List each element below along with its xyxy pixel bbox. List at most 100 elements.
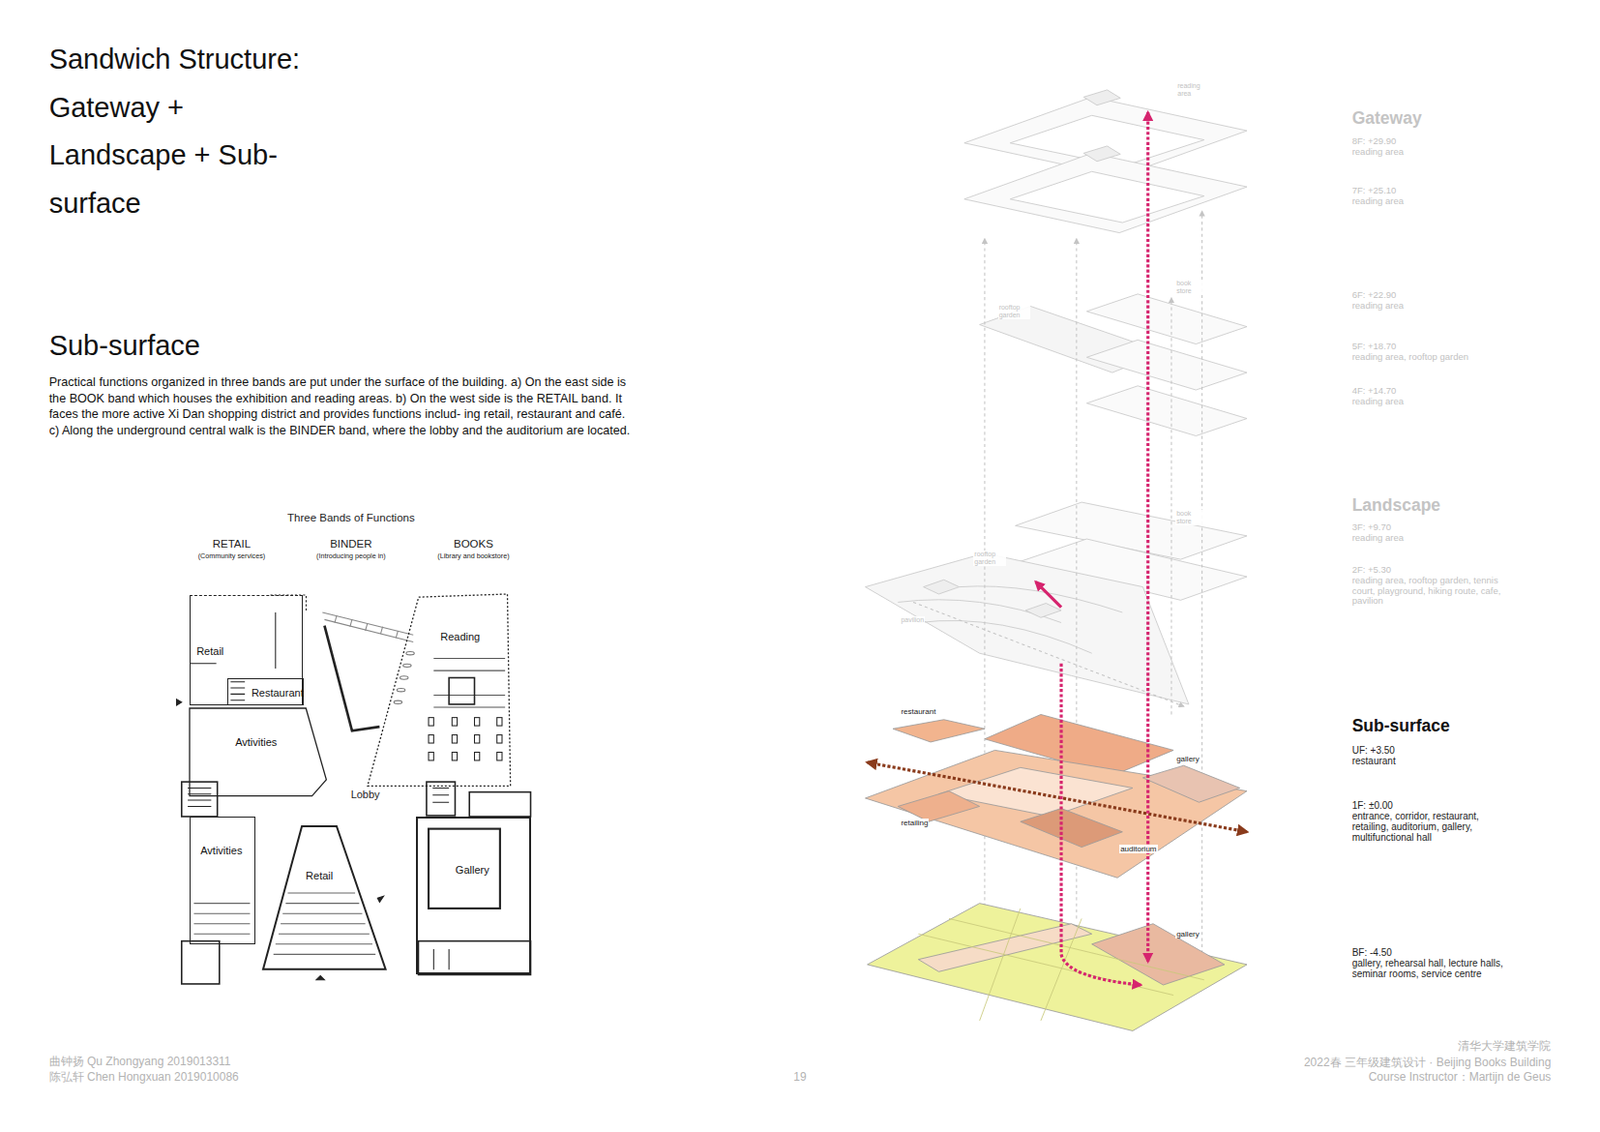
room-outline-shape [189, 708, 326, 797]
level-label-wrap: 5F: +18.70 [1352, 341, 1397, 353]
level-label: 1F: ±0.00 [1352, 800, 1393, 811]
level-label-wrap: UF: +3.50 [1352, 744, 1395, 756]
room-polygon: Reading [367, 593, 511, 786]
circulation-arrows-shape [1036, 581, 1062, 607]
layer-heading: Gateway [1352, 108, 1423, 128]
floor-plan-shape [176, 699, 384, 980]
band-note-wrap: (Community services) [198, 551, 267, 561]
level-function: reading area [1352, 533, 1404, 544]
room-name: Retail [305, 869, 333, 883]
level-function-wrap: reading area, rooftop garden, tennis cou… [1352, 575, 1504, 607]
floor-plan-shape [322, 612, 414, 643]
room-name: Retail [196, 644, 224, 657]
level-function: restaurant [1352, 755, 1396, 767]
floor-plan-shape [189, 612, 276, 669]
floor-plan-shape [428, 735, 434, 743]
floor-plan-shape [433, 657, 505, 708]
axo-label-wrap: reading area [1176, 82, 1208, 98]
band-name-wrap: BOOKS [453, 537, 494, 551]
floor-plan-shape [432, 787, 449, 802]
axo-label-wrap: rooftop garden [998, 303, 1032, 320]
layer-heading-wrap: Gateway [1352, 108, 1423, 128]
floor-plan-shape [451, 735, 457, 743]
level-function-wrap: reading area [1352, 147, 1404, 158]
guide-lines-shape [1201, 210, 1203, 959]
gateway-plates-shape [897, 586, 1123, 653]
band-name: BINDER [329, 537, 372, 551]
band-note: (Library and bookstore) [437, 551, 509, 561]
axo-label: gallery [1175, 929, 1201, 939]
gateway-plates-shape [1083, 146, 1121, 162]
room-block: Restaurant [227, 678, 304, 705]
axo-label-wrap: book store [1175, 509, 1203, 526]
room-name: Avtivities [200, 843, 242, 857]
level-function-wrap: gallery, rehearsal hall, lecture halls, … [1352, 957, 1506, 979]
axo-label: pavilion [899, 616, 925, 624]
floor-plan-shape [403, 663, 412, 667]
axo-label: rooftop garden [998, 303, 1032, 320]
guide-lines-shape [1170, 297, 1172, 714]
course-credit: 清华大学建筑学院 [1457, 1038, 1551, 1054]
level-label-wrap: 3F: +9.70 [1352, 522, 1392, 534]
room-polygon: Avtivities [189, 708, 326, 797]
level-function: reading area, rooftop garden, tennis cou… [1352, 575, 1504, 607]
floor-plan-shape [474, 735, 480, 743]
level-label: UF: +3.50 [1352, 744, 1395, 756]
diagram-heading: Three Bands of Functions [287, 510, 415, 525]
axo-label: book store [1175, 509, 1203, 526]
room-outline [263, 826, 386, 970]
layer-heading-wrap: Landscape [1352, 495, 1441, 515]
room-name: Gallery [455, 862, 490, 876]
floor-plan-shape [426, 781, 456, 816]
course-credit-wrap: Course Instructor：Martijn de Geus [1368, 1069, 1552, 1085]
room-label: Lobby [351, 788, 381, 801]
room-outline-shape [367, 593, 511, 786]
floor-plan-shape [451, 717, 457, 726]
author-credit-wrap: 曲钟扬 Qu Zhongyang 2019013311 [49, 1054, 232, 1069]
floor-plan-shape [400, 676, 409, 680]
floor-plan-shape [448, 678, 475, 705]
diagram-heading-wrap: Three Bands of Functions [287, 510, 415, 525]
axo-label-wrap: gallery [1175, 754, 1201, 764]
level-label-wrap: BF: -4.50 [1352, 947, 1393, 958]
floor-plan-shape [406, 651, 415, 655]
room-name: Reading [440, 630, 480, 644]
floor-plan-shape [273, 892, 376, 954]
level-function-wrap: restaurant [1352, 755, 1396, 767]
band-note: (Community services) [198, 551, 267, 561]
circulation-arrows-shape [1146, 112, 1150, 962]
gateway-plates-shape [1086, 385, 1247, 437]
band-note-wrap: (Library and bookstore) [437, 551, 509, 561]
floor-plan-shape [428, 829, 501, 909]
title-wrap: Sandwich Structure: Gateway + Landscape … [49, 35, 313, 228]
level-function-wrap: reading area, rooftop garden [1352, 352, 1469, 363]
axo-label: retailing [899, 818, 929, 828]
level-label: 8F: +29.90 [1352, 136, 1397, 148]
subsurface-plates-shape [1020, 808, 1123, 848]
axo-label: reading area [1176, 82, 1208, 98]
axo-label: restaurant [899, 707, 937, 716]
floor-plan-shape [230, 681, 245, 701]
band-name-wrap: RETAIL [212, 537, 251, 551]
page-number-wrap: 19 [793, 1069, 806, 1085]
floor-plan-shape [497, 735, 503, 743]
section-heading-wrap: Sub-surface [49, 328, 201, 363]
floor-plan-shape [433, 948, 449, 970]
level-label-wrap: 8F: +29.90 [1352, 136, 1397, 148]
floor-plan [176, 594, 531, 984]
room-name: Avtivities [235, 735, 277, 748]
level-label-wrap: 4F: +14.70 [1352, 385, 1397, 397]
page-title: Sandwich Structure: Gateway + Landscape … [49, 35, 313, 228]
room-name: Restaurant [251, 686, 304, 700]
level-label: 7F: +25.10 [1352, 185, 1397, 197]
gateway-plates-shape [964, 152, 1247, 233]
level-function-wrap: reading area [1352, 196, 1404, 208]
author-credit: 曲钟扬 Qu Zhongyang 2019013311 [49, 1054, 232, 1069]
subsurface-plates-shape [1092, 923, 1225, 985]
floor-plan-shape [396, 687, 405, 691]
body-text: Practical functions organized in three b… [49, 374, 640, 439]
circulation-arrows-shape [867, 762, 1247, 832]
gateway-plates-shape [1025, 603, 1062, 619]
level-label: 6F: +22.90 [1352, 290, 1397, 301]
